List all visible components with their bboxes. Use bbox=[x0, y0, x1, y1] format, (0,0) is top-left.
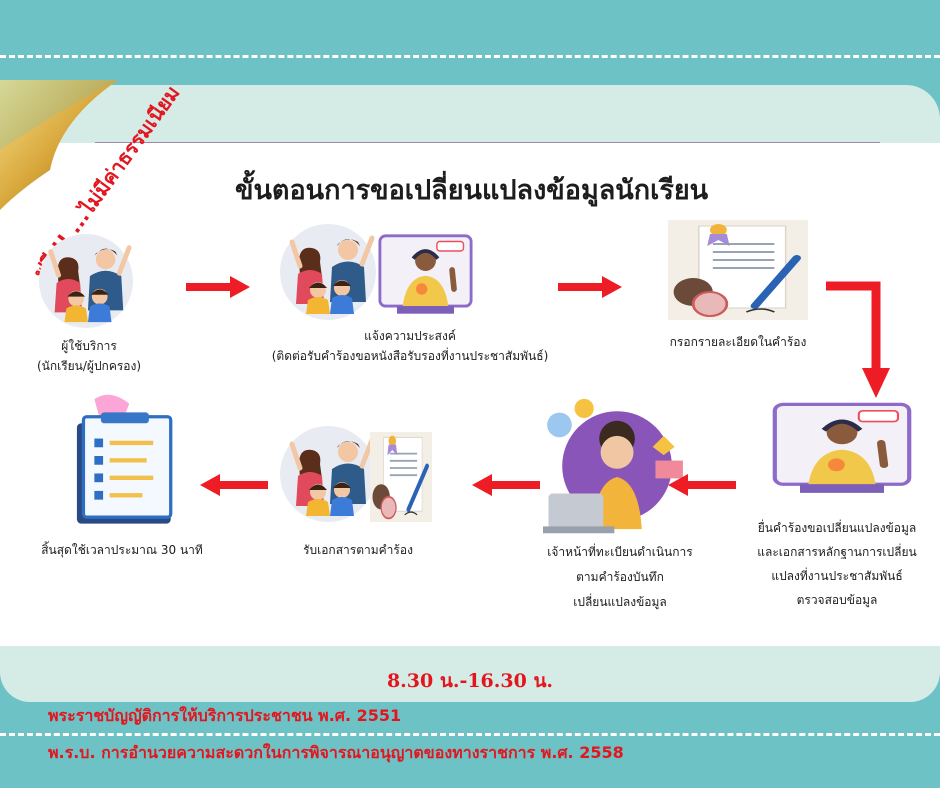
step-7-label: สิ้นสุดใช้เวลาประมาณ 30 นาที bbox=[41, 543, 203, 557]
page-curl-icon bbox=[0, 80, 118, 210]
arrow-left-icon bbox=[472, 474, 540, 496]
hours-panel bbox=[0, 646, 940, 702]
arrow-left-icon bbox=[200, 474, 268, 496]
family-document-icon bbox=[278, 424, 438, 524]
top-dashed-divider bbox=[0, 55, 940, 58]
callcenter-icon bbox=[772, 400, 912, 508]
arrow-down-turn-icon bbox=[826, 281, 890, 398]
step-1-label: ผู้ใช้บริการ (นักเรียน/ผู้ปกครอง) bbox=[36, 339, 142, 373]
officer-phone-icon bbox=[543, 398, 683, 534]
family-callcenter-icon bbox=[278, 222, 478, 322]
step-5-label: เจ้าหน้าที่ทะเบียนดำเนินการ ตามคำร้องบัน… bbox=[547, 545, 693, 609]
page-title: ขั้นตอนการขอเปลี่ยนแปลงข้อมูลนักเรียน bbox=[235, 175, 709, 206]
arrow-right-icon bbox=[558, 276, 622, 298]
bottom-dashed-divider bbox=[0, 733, 940, 736]
step-2-label: แจ้งความประสงค์ (ติดต่อรับคำร้องขอหนังสื… bbox=[271, 329, 549, 363]
family-icon bbox=[36, 232, 136, 330]
service-hours: 8.30 น.-16.30 น. bbox=[386, 670, 554, 692]
checklist-icon bbox=[75, 393, 173, 526]
document-stamp-icon bbox=[668, 220, 808, 320]
step-3-label: กรอกรายละเอียดในคำร้อง bbox=[669, 335, 807, 349]
step-4-label: ยื่นคำร้องขอเปลี่ยนแปลงข้อมูล และเอกสารห… bbox=[757, 521, 917, 607]
arrow-right-icon bbox=[186, 276, 250, 298]
step-6-label: รับเอกสารตามคำร้อง bbox=[303, 543, 413, 557]
law-reference-2: พ.ร.บ. การอำนวยความสะดวกในการพิจารณาอนุญ… bbox=[48, 743, 624, 762]
law-reference-1: พระราชบัญญัติการให้บริการประชาชน พ.ศ. 25… bbox=[48, 706, 402, 725]
title-separator bbox=[95, 142, 880, 143]
arrow-left-icon bbox=[668, 474, 736, 496]
